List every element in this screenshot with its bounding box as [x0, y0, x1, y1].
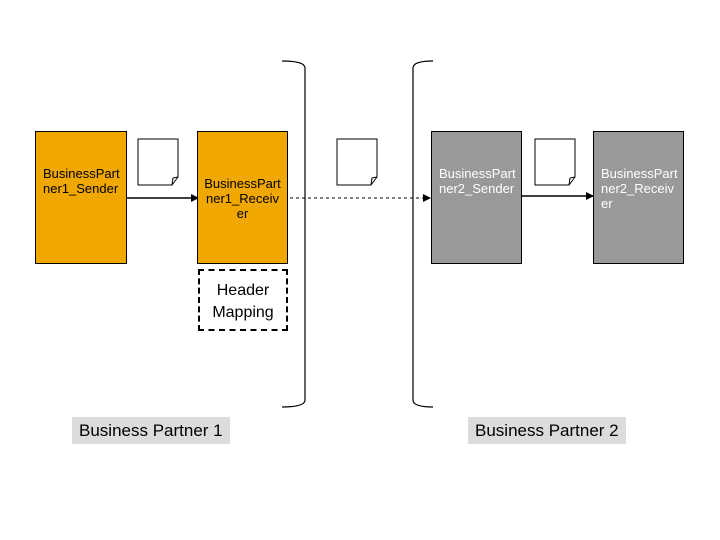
document-icon — [137, 138, 179, 186]
bp1-sender-box: BusinessPartner1_Sender — [35, 131, 127, 264]
document-icon — [534, 138, 576, 186]
bracket-left — [412, 60, 434, 408]
bp2-sender-label: BusinessPartner2_Sender — [439, 166, 516, 196]
bp1-receiver-box: BusinessPartner1_Receiver — [197, 131, 288, 264]
bp2-receiver-label: BusinessPartner2_Receiver — [601, 166, 678, 211]
business-partner-1-label: Business Partner 1 — [72, 417, 230, 444]
header-mapping-box: Header Mapping — [198, 269, 288, 331]
bp2-sender-box: BusinessPartner2_Sender — [431, 131, 522, 264]
header-mapping-line2: Mapping — [212, 304, 274, 321]
bracket-right — [281, 60, 306, 408]
bp1-receiver-label: BusinessPartner1_Receiver — [204, 176, 281, 221]
bp2-receiver-box: BusinessPartner2_Receiver — [593, 131, 684, 264]
bp1-sender-label: BusinessPartner1_Sender — [43, 166, 120, 196]
document-icon — [336, 138, 378, 186]
business-partner-2-label: Business Partner 2 — [468, 417, 626, 444]
header-mapping-line1: Header — [216, 282, 270, 299]
